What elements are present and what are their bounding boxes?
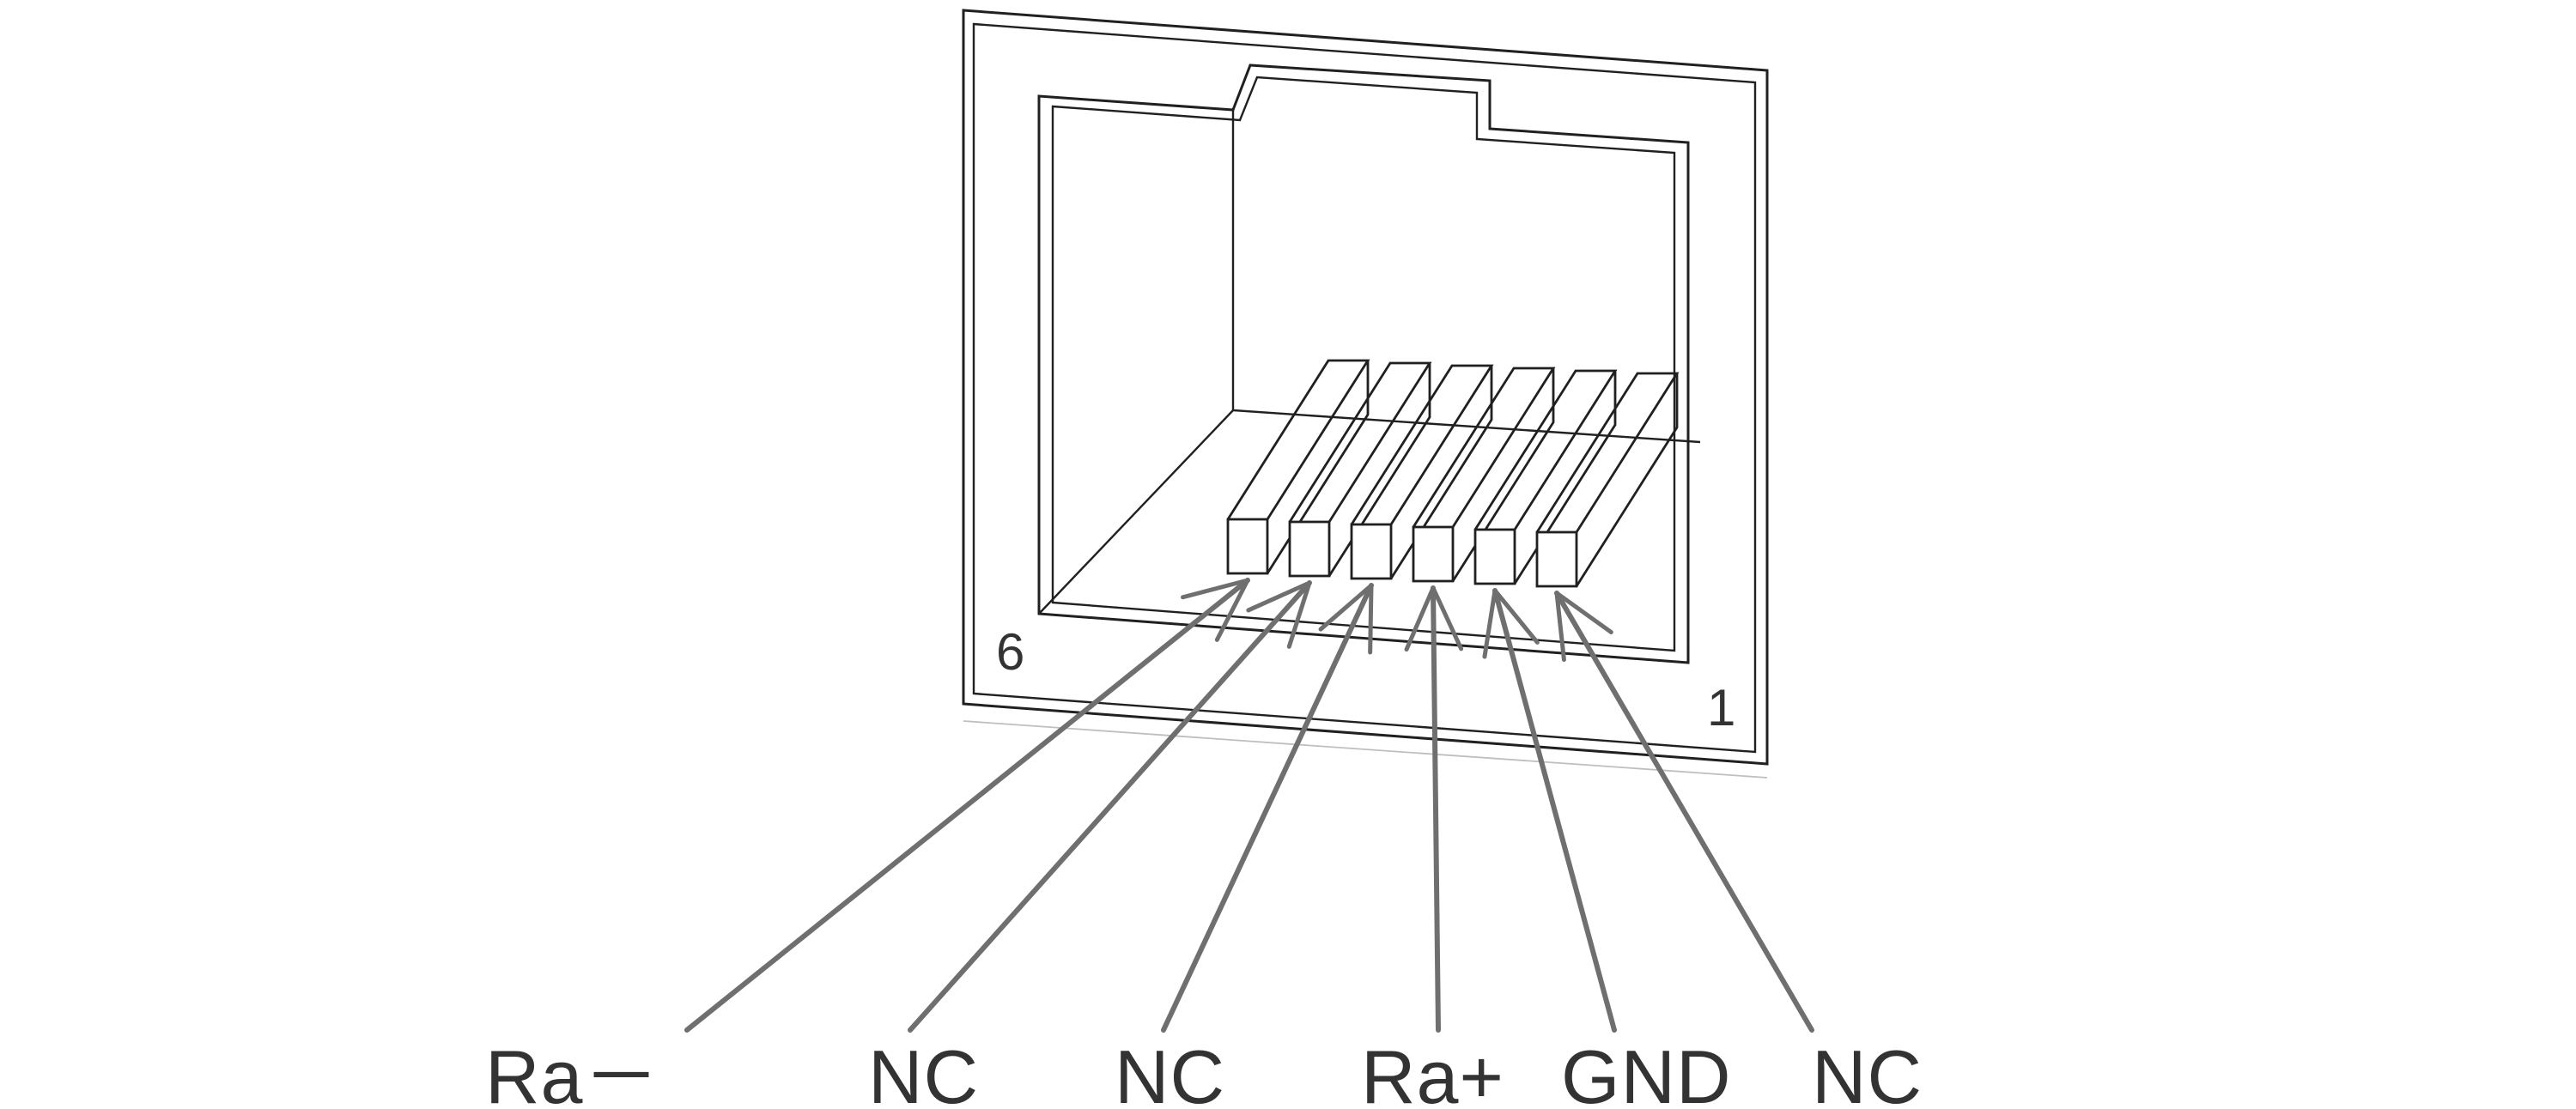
- pin-wires: [684, 578, 1814, 1033]
- contact-pin-face: [1288, 520, 1331, 578]
- contact-pin-top: [1535, 372, 1680, 533]
- contact-pin-side: [1266, 361, 1370, 574]
- contact-pin-1: [1226, 359, 1370, 575]
- contact-pin-top: [1412, 367, 1556, 528]
- pin-label-6: NC: [1812, 1034, 1923, 1109]
- jack-frame-inner-outline: [972, 22, 1757, 754]
- contact-pin-top: [1288, 361, 1432, 523]
- contact-pin-top: [1226, 359, 1370, 520]
- pin-wire-1: [684, 578, 1250, 1033]
- contact-pin-face: [1473, 528, 1516, 585]
- contact-pin-face: [1226, 518, 1269, 575]
- pin-number-right: 1: [1707, 679, 1735, 736]
- pin-wire-arrowhead-5-2: [1482, 588, 1498, 659]
- pin-wire-arrowhead-1-2: [1181, 578, 1250, 600]
- contact-pins: [1226, 359, 1680, 588]
- contact-pin-side: [1513, 371, 1617, 585]
- pin-wire-3: [1161, 583, 1374, 1033]
- contact-pin-6: [1535, 372, 1680, 588]
- contact-pin-5: [1473, 369, 1618, 585]
- pin-wire-4: [1431, 585, 1441, 1033]
- jack-housing: [962, 9, 1769, 779]
- pin-labels: Ra－ NC NC Ra+ GND NC: [485, 1034, 1923, 1109]
- jack-back-wall-outline: [1231, 110, 1701, 444]
- jack-bottom-shadow: [963, 720, 1768, 779]
- pin-wire-6: [1554, 591, 1814, 1033]
- contact-pin-face: [1350, 523, 1393, 580]
- pin-number-left: 6: [996, 623, 1024, 681]
- contact-pin-side: [1575, 373, 1679, 587]
- pin-label-2: NC: [868, 1034, 979, 1109]
- jack-floor-edge: [1038, 409, 1234, 615]
- pin-wire-arrowhead-4-2: [1404, 585, 1436, 652]
- pin-wire-arrowhead-4-1: [1431, 585, 1464, 651]
- jack-outer-frame: [962, 9, 1769, 766]
- contact-pin-face: [1535, 530, 1578, 588]
- jack-opening-outline: [1037, 64, 1690, 664]
- contact-pin-side: [1389, 366, 1493, 579]
- pin-wire-5: [1492, 588, 1617, 1033]
- pin-label-5: GND: [1561, 1034, 1732, 1109]
- contact-pin-top: [1473, 369, 1618, 530]
- pin-wire-arrowhead-1-1: [1214, 578, 1250, 642]
- pin-wire-arrowhead-5-1: [1492, 588, 1540, 645]
- contact-pin-2: [1288, 361, 1432, 578]
- pin-wire-arrowhead-6-2: [1554, 591, 1566, 663]
- pin-label-3: NC: [1115, 1034, 1225, 1109]
- pin-label-4: Ra+: [1361, 1034, 1504, 1109]
- contact-pin-top: [1350, 364, 1494, 525]
- pin-wire-2: [908, 580, 1312, 1033]
- contact-pin-4: [1412, 367, 1556, 583]
- pin-wire-arrowhead-6-1: [1554, 591, 1613, 634]
- contact-pin-3: [1350, 364, 1494, 580]
- jack-opening-inner-outline: [1051, 76, 1676, 652]
- pin-wire-arrowhead-3-2: [1318, 583, 1374, 632]
- contact-pin-side: [1327, 363, 1431, 577]
- pin-wire-arrowhead-2-2: [1246, 580, 1312, 613]
- pin-wire-arrowhead-2-1: [1286, 580, 1312, 649]
- contact-pin-face: [1412, 525, 1455, 583]
- contact-pin-side: [1451, 368, 1555, 582]
- pin-label-1: Ra－: [485, 1034, 660, 1109]
- pin-wire-arrowhead-3-1: [1368, 583, 1374, 655]
